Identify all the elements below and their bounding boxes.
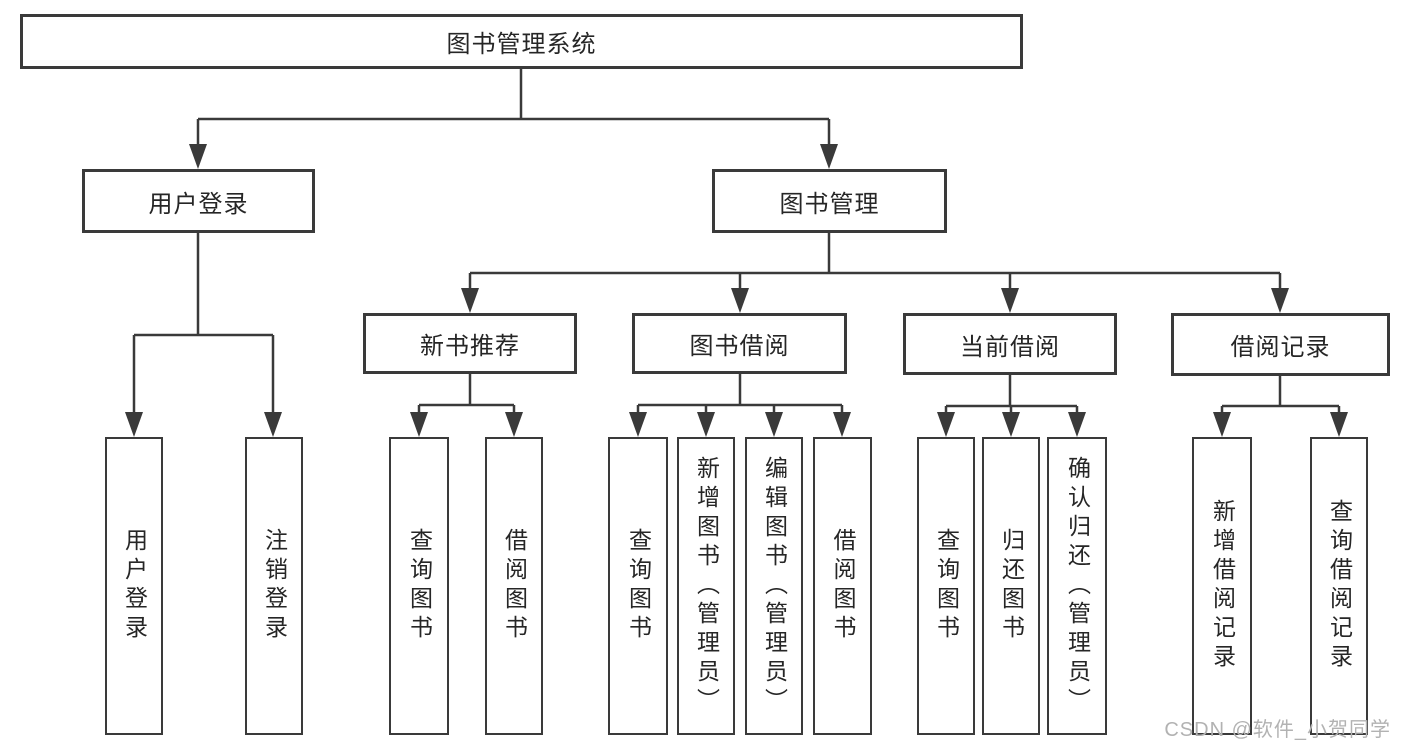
connector-book-management bbox=[461, 233, 1289, 313]
leaf-label: 新增图书（管理员） bbox=[693, 455, 720, 717]
leaf-label: 查询借阅记录 bbox=[1326, 499, 1353, 673]
leaf-label: 借阅图书 bbox=[830, 528, 856, 644]
leaf-borrow-books-1: 借阅图书 bbox=[485, 437, 543, 735]
node-book-management: 图书管理 bbox=[712, 169, 947, 233]
leaf-label: 归还图书 bbox=[998, 528, 1025, 644]
csdn-watermark: CSDN @软件_小贺同学 bbox=[1164, 719, 1391, 741]
leaf-label: 查询图书 bbox=[406, 528, 433, 644]
node-new-book-recommend: 新书推荐 bbox=[363, 313, 577, 374]
leaf-label: 确认归还（管理员） bbox=[1064, 455, 1091, 717]
connector-user-login bbox=[125, 233, 282, 437]
node-label: 图书管理系统 bbox=[446, 31, 597, 58]
node-label: 图书借阅 bbox=[689, 333, 790, 360]
node-library-system: 图书管理系统 bbox=[20, 14, 1023, 69]
node-label: 新书推荐 bbox=[420, 333, 520, 360]
connector-borrow-records bbox=[1213, 376, 1348, 437]
node-current-borrow: 当前借阅 bbox=[903, 313, 1117, 375]
node-book-borrow: 图书借阅 bbox=[632, 313, 847, 374]
leaf-label: 新增借阅记录 bbox=[1209, 499, 1236, 673]
leaf-label: 借阅图书 bbox=[501, 528, 528, 644]
leaf-return-books: 归还图书 bbox=[982, 437, 1040, 735]
leaf-confirm-return-admin: 确认归还（管理员） bbox=[1047, 437, 1107, 735]
connector-new-book-recommend bbox=[410, 374, 523, 437]
leaf-query-books-2: 查询图书 bbox=[608, 437, 668, 735]
leaf-query-books-1: 查询图书 bbox=[389, 437, 449, 735]
leaf-query-books-3: 查询图书 bbox=[917, 437, 975, 735]
leaf-edit-books-admin: 编辑图书（管理员） bbox=[745, 437, 803, 735]
node-label: 当前借阅 bbox=[960, 333, 1060, 361]
leaf-logout: 注销登录 bbox=[245, 437, 303, 735]
leaf-add-borrow-record: 新增借阅记录 bbox=[1192, 437, 1252, 735]
node-label: 图书管理 bbox=[779, 190, 880, 218]
node-label: 用户登录 bbox=[148, 190, 249, 218]
connector-book-borrow bbox=[629, 374, 851, 437]
leaf-label: 注销登录 bbox=[261, 528, 288, 644]
connector-root-to-level2 bbox=[189, 69, 838, 169]
node-user-login: 用户登录 bbox=[82, 169, 315, 233]
leaf-label: 查询图书 bbox=[625, 528, 652, 644]
leaf-label: 编辑图书（管理员） bbox=[761, 455, 788, 717]
connector-current-borrow bbox=[937, 375, 1086, 437]
leaf-user-login: 用户登录 bbox=[105, 437, 163, 735]
leaf-query-borrow-record: 查询借阅记录 bbox=[1310, 437, 1368, 735]
node-borrow-records: 借阅记录 bbox=[1171, 313, 1390, 376]
leaf-borrow-books-2: 借阅图书 bbox=[813, 437, 872, 735]
leaf-add-books-admin: 新增图书（管理员） bbox=[677, 437, 735, 735]
node-label: 借阅记录 bbox=[1230, 334, 1331, 361]
leaf-label: 用户登录 bbox=[121, 528, 148, 644]
leaf-label: 查询图书 bbox=[933, 528, 960, 644]
